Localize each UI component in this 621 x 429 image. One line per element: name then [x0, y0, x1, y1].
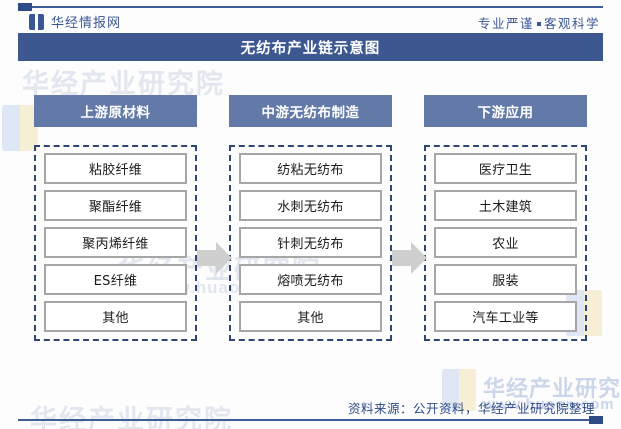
list-item: 熔喷无纺布: [239, 264, 382, 295]
list-item: 针刺无纺布: [239, 227, 382, 258]
column-items-downstream: 医疗卫生 土木建筑 农业 服装 汽车工业等: [424, 145, 587, 341]
column-header-label: 中游无纺布制造: [261, 105, 360, 121]
chain-column-midstream: 中游无纺布制造 纺粘无纺布 水刺无纺布 针刺无纺布 熔喷无纺布 其他: [229, 61, 392, 341]
value-chain-body: 上游原材料 粘胶纤维 聚酯纤维 聚丙烯纤维 ES纤维 其他 中游无纺布制造 纺粘…: [0, 61, 621, 391]
column-header-midstream: 中游无纺布制造: [229, 95, 392, 127]
list-item: 其他: [44, 301, 187, 332]
page-title: 无纺布产业链示意图: [240, 40, 381, 57]
list-item: 聚酯纤维: [44, 190, 187, 221]
item-label: 医疗卫生: [478, 163, 533, 178]
list-item: 服装: [434, 264, 577, 295]
chart-title-band: 无纺布产业链示意图: [18, 33, 603, 61]
list-item: 纺粘无纺布: [239, 153, 382, 184]
list-item: 聚丙烯纤维: [44, 227, 187, 258]
item-label: 汽车工业等: [472, 311, 539, 326]
source-note: 资料来源：公开资料，华经产业研究院整理: [347, 401, 595, 416]
slogan-separator-dot: [536, 21, 541, 26]
item-label: 土木建筑: [478, 200, 533, 215]
column-header-upstream: 上游原材料: [34, 95, 197, 127]
item-label: ES纤维: [93, 274, 138, 289]
brand-slogan: 专业严谨客观科学: [478, 13, 600, 32]
item-label: 农业: [492, 237, 519, 252]
chain-column-downstream: 下游应用 医疗卫生 土木建筑 农业 服装 汽车工业等: [424, 61, 587, 341]
item-label: 其他: [297, 311, 324, 326]
slogan-left: 专业严谨: [477, 16, 534, 31]
item-label: 粘胶纤维: [88, 163, 143, 178]
chain-column-upstream: 上游原材料 粘胶纤维 聚酯纤维 聚丙烯纤维 ES纤维 其他: [34, 61, 197, 341]
list-item: ES纤维: [44, 264, 187, 295]
open-book-icon: [29, 13, 44, 30]
top-divider: [18, 6, 603, 8]
list-item: 水刺无纺布: [239, 190, 382, 221]
bottom-divider-cap: [589, 416, 603, 424]
item-label: 针刺无纺布: [277, 237, 344, 252]
list-item: 医疗卫生: [434, 153, 577, 184]
arrow-right-icon: [392, 241, 428, 275]
brand-bar: 华经情报网 专业严谨客观科学: [0, 8, 621, 33]
item-label: 水刺无纺布: [277, 200, 344, 215]
column-header-label: 下游应用: [477, 105, 534, 121]
list-item: 汽车工业等: [434, 301, 577, 332]
list-item: 其他: [239, 301, 382, 332]
item-label: 纺粘无纺布: [277, 163, 344, 178]
item-label: 聚丙烯纤维: [82, 237, 149, 252]
list-item: 粘胶纤维: [44, 153, 187, 184]
item-label: 服装: [492, 274, 519, 289]
bottom-divider: [18, 419, 603, 421]
arrow-right-icon: [197, 241, 233, 275]
watermark-text: 华经产业研究院: [30, 405, 233, 429]
column-header-downstream: 下游应用: [424, 95, 587, 127]
list-item: 土木建筑: [434, 190, 577, 221]
top-divider-cap: [18, 3, 32, 11]
brand-name: 华经情报网: [51, 16, 122, 31]
item-label: 熔喷无纺布: [277, 274, 344, 289]
column-items-upstream: 粘胶纤维 聚酯纤维 聚丙烯纤维 ES纤维 其他: [34, 145, 197, 341]
brand-identity: 华经情报网: [29, 12, 121, 31]
slogan-right: 客观科学: [543, 16, 600, 31]
column-items-midstream: 纺粘无纺布 水刺无纺布 针刺无纺布 熔喷无纺布 其他: [229, 145, 392, 341]
column-header-label: 上游原材料: [80, 105, 151, 121]
list-item: 农业: [434, 227, 577, 258]
item-label: 聚酯纤维: [88, 200, 143, 215]
item-label: 其他: [102, 311, 129, 326]
